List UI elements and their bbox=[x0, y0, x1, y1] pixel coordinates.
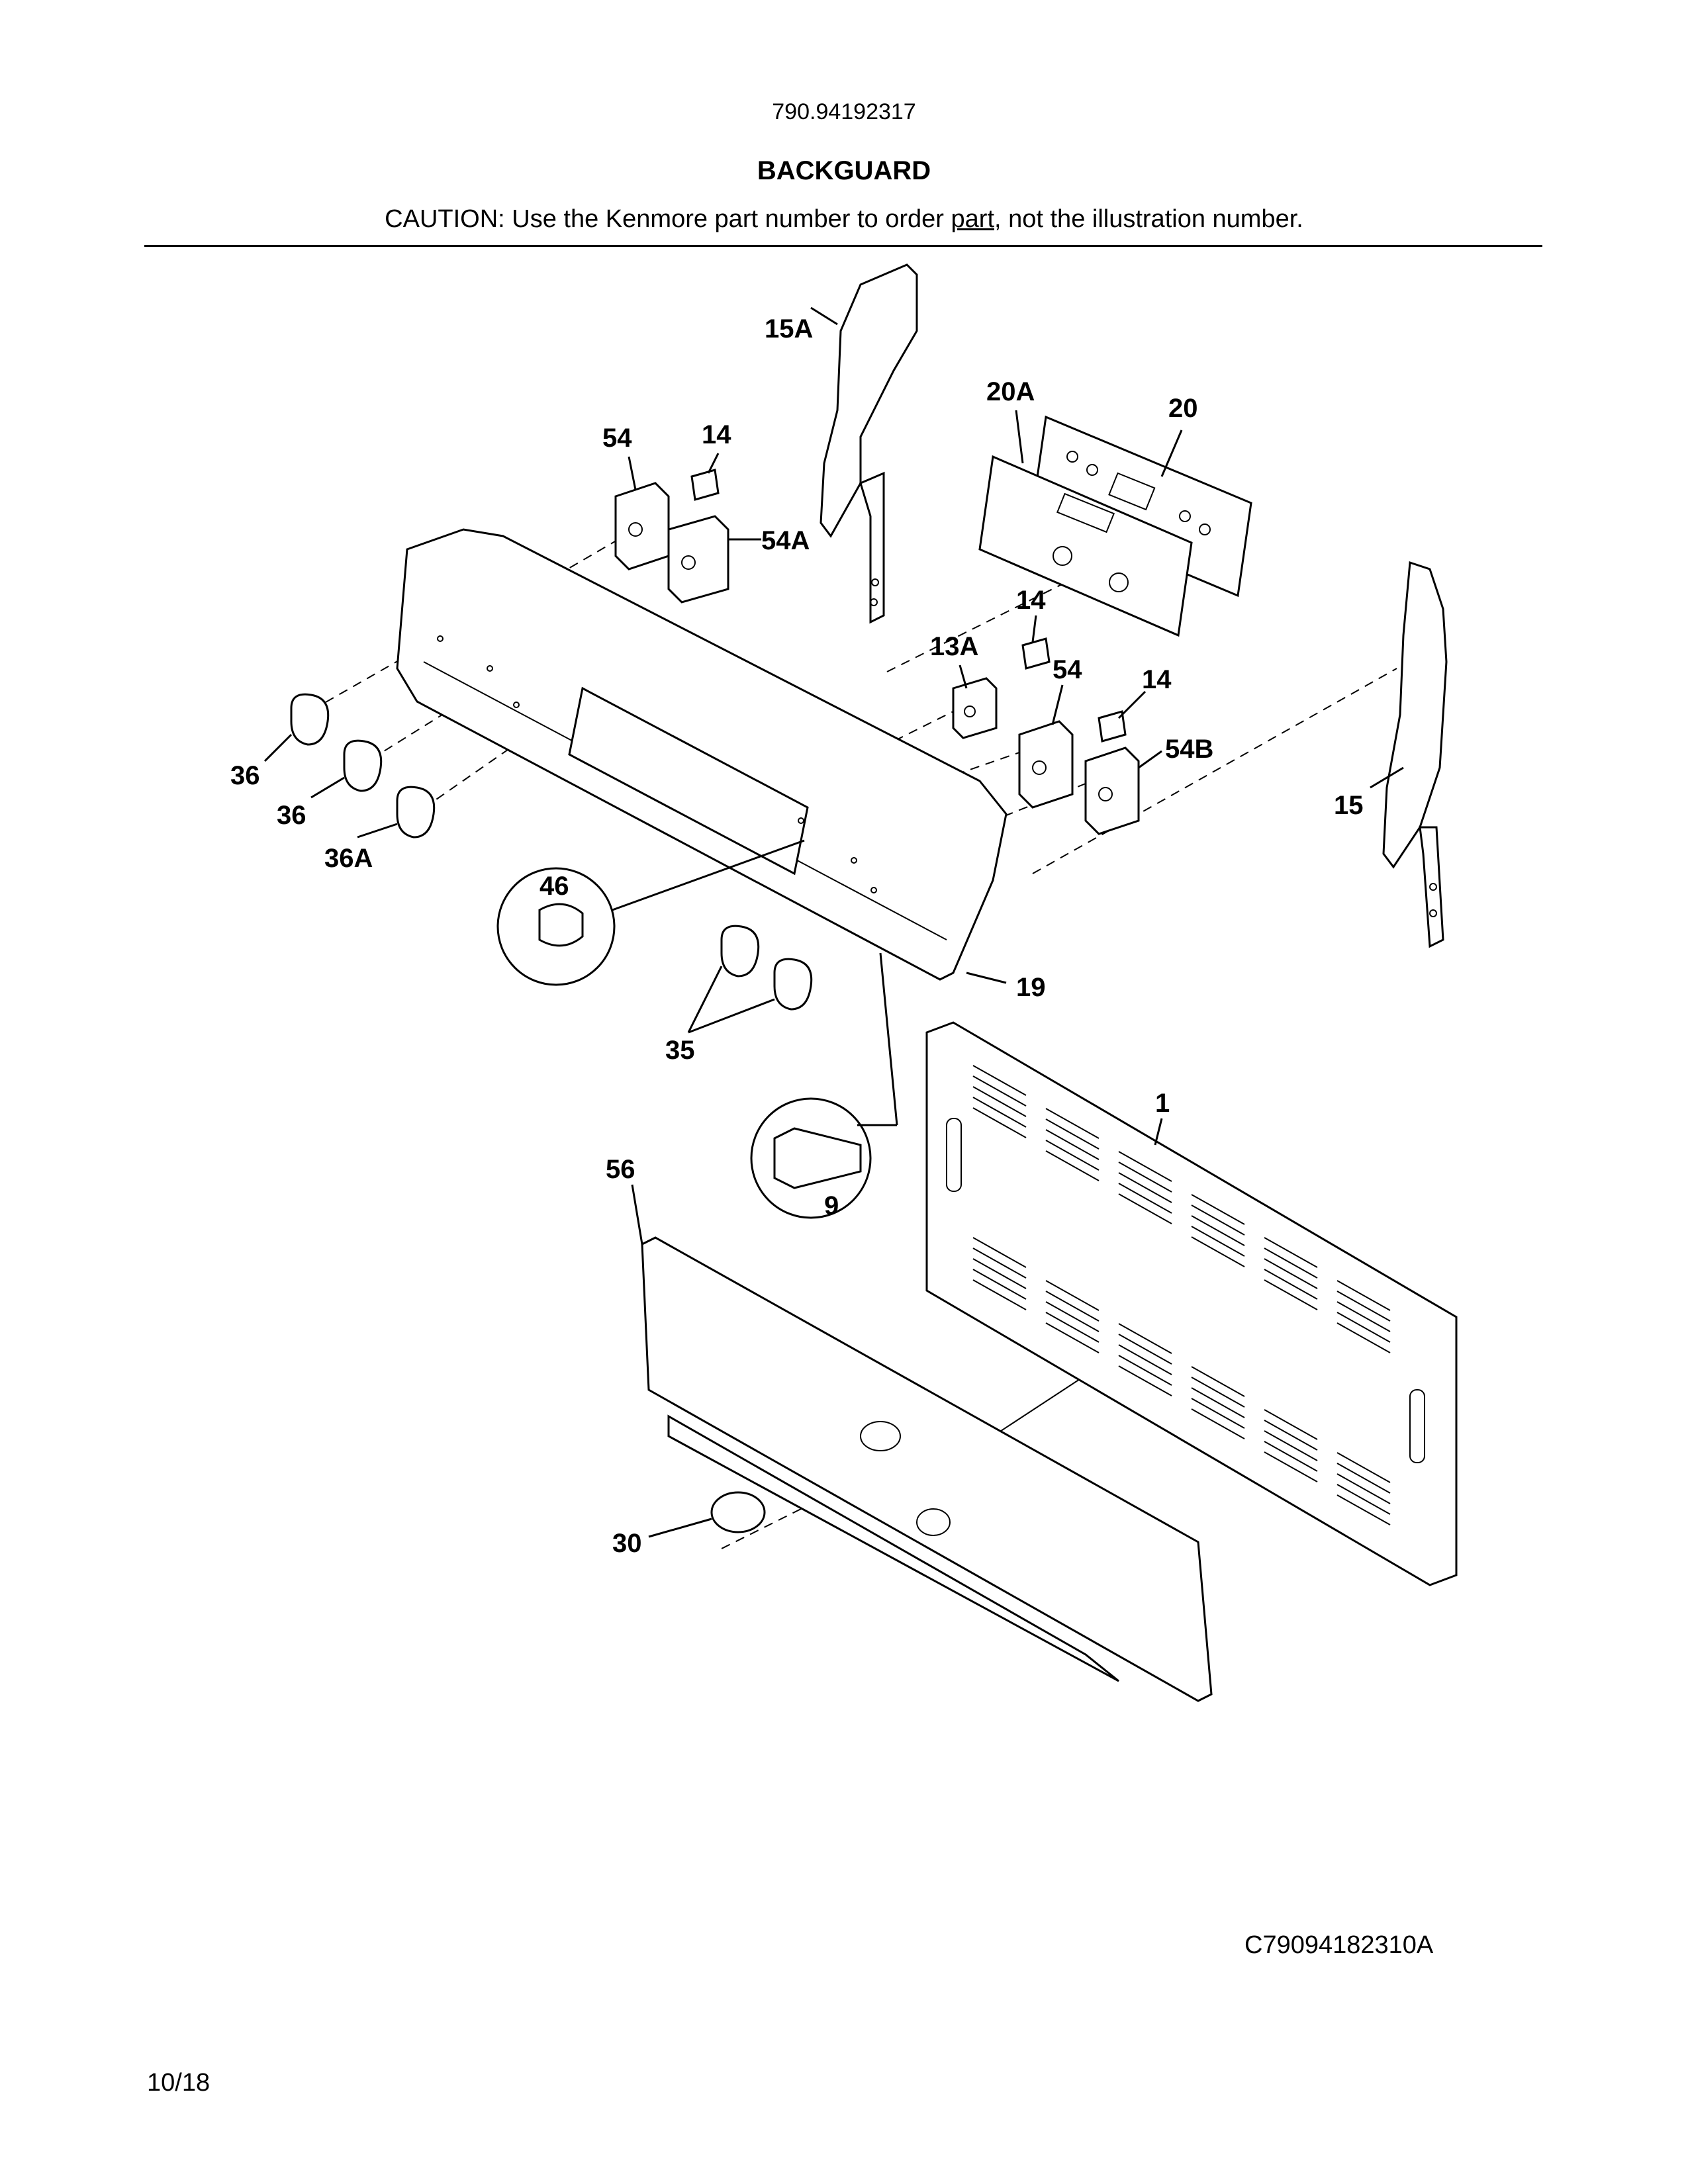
callout-1: 1 bbox=[1155, 1089, 1170, 1118]
part-14-indicator-light-mid bbox=[1021, 637, 1051, 670]
part-54A-infinite-switch bbox=[667, 515, 729, 604]
caution-note: CAUTION: Use the Kenmore part number to … bbox=[0, 205, 1688, 234]
callout-9: 9 bbox=[824, 1191, 839, 1220]
part-20A-overlay bbox=[978, 455, 1193, 637]
part-56-lower-panel bbox=[641, 1236, 1213, 1702]
part-35-knob-b bbox=[773, 958, 813, 1011]
caution-text-before: CAUTION: Use the Kenmore part number to … bbox=[385, 205, 951, 233]
part-1-rear-panel bbox=[925, 1021, 1458, 1586]
part-15A-side-bracket bbox=[820, 263, 918, 624]
callout-14-right: 14 bbox=[1142, 665, 1172, 694]
callout-35: 35 bbox=[665, 1036, 695, 1065]
model-number: 790.94192317 bbox=[772, 99, 916, 124]
part-13A-switch bbox=[952, 677, 998, 739]
caution-text-underlined: part bbox=[951, 205, 994, 233]
callout-54A: 54A bbox=[761, 526, 810, 555]
callout-20: 20 bbox=[1168, 394, 1198, 423]
header-rule bbox=[144, 245, 1542, 247]
callout-15: 15 bbox=[1334, 791, 1364, 820]
callout-15A: 15A bbox=[765, 314, 813, 343]
callout-20A: 20A bbox=[986, 377, 1035, 406]
callout-54B: 54B bbox=[1165, 735, 1213, 764]
part-15-side-bracket bbox=[1382, 561, 1448, 948]
callout-36A: 36A bbox=[324, 844, 373, 873]
part-36-knob-a bbox=[290, 693, 330, 746]
part-35-knob-a bbox=[720, 925, 760, 978]
part-1-vent-slots bbox=[972, 1065, 1391, 1525]
page-title: BACKGUARD bbox=[757, 156, 931, 185]
callout-54-mid: 54 bbox=[1053, 655, 1082, 684]
part-46-detail-circle bbox=[496, 839, 805, 986]
caution-text-after: , not the illustration number. bbox=[994, 205, 1303, 233]
part-14-indicator-light-top bbox=[690, 469, 720, 501]
leader-lines bbox=[263, 306, 1404, 1245]
callout-13A: 13A bbox=[930, 632, 978, 661]
callout-14-mid: 14 bbox=[1016, 586, 1046, 615]
callout-46: 46 bbox=[539, 872, 569, 901]
callout-30: 30 bbox=[612, 1529, 642, 1558]
part-36A-knob bbox=[396, 786, 436, 839]
callout-36-b: 36 bbox=[277, 801, 306, 830]
callout-labels: 15A 20A 20 54 14 54A 14 13A 54 14 54B 15… bbox=[230, 314, 1364, 1558]
part-54-infinite-switch-mid bbox=[1018, 720, 1074, 809]
callout-19: 19 bbox=[1016, 973, 1046, 1002]
page-number: 10/18 bbox=[147, 2069, 211, 2097]
part-54B-infinite-switch bbox=[1084, 747, 1140, 835]
part-30-plug bbox=[648, 1491, 766, 1538]
callout-36-a: 36 bbox=[230, 761, 260, 790]
callout-14-top: 14 bbox=[702, 420, 731, 449]
callout-56: 56 bbox=[606, 1155, 635, 1184]
drawing-code: C79094182310A bbox=[1244, 1931, 1434, 1959]
part-54-infinite-switch-top bbox=[614, 482, 670, 570]
callout-54-top: 54 bbox=[602, 424, 632, 453]
part-19-control-panel bbox=[396, 528, 1008, 981]
part-14-indicator-light-right bbox=[1098, 710, 1127, 743]
part-9-screw-detail-circle bbox=[750, 952, 898, 1219]
part-36-knob-b bbox=[343, 739, 383, 792]
